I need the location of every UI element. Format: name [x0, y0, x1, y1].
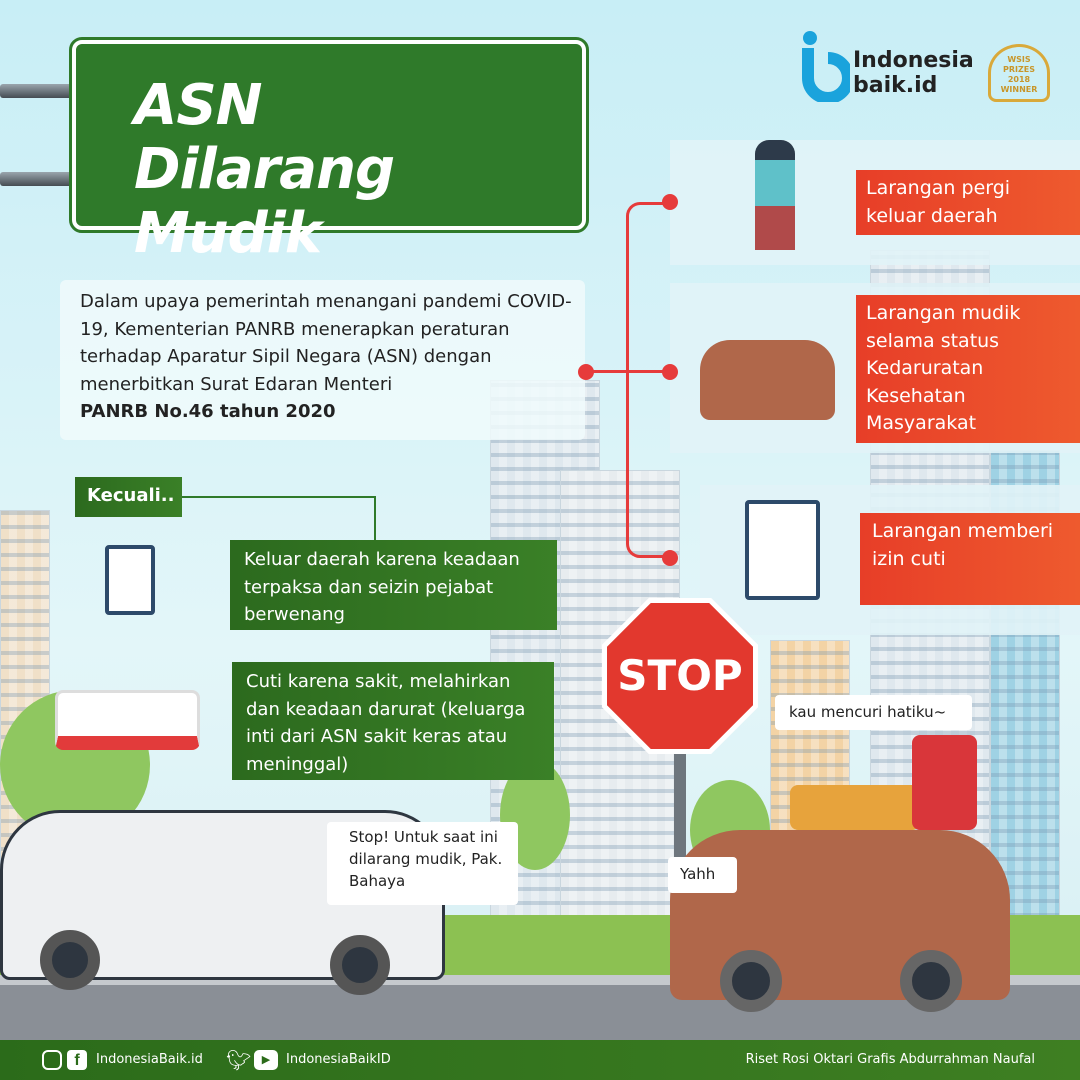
car-speech-bubble: Yahh: [668, 857, 737, 893]
facebook-icon[interactable]: f: [67, 1050, 87, 1070]
exception-item: Cuti karena sakit, melahirkan dan keadaa…: [232, 662, 554, 780]
connector-line: [182, 496, 376, 541]
indonesiabaik-logo: [800, 30, 854, 104]
youtube-icon[interactable]: ▶: [254, 1050, 278, 1070]
ambulance-icon: [55, 690, 200, 750]
social-handle[interactable]: IndonesiaBaik.id: [96, 1052, 203, 1067]
page-title: ASN Dilarang Mudik: [134, 73, 395, 266]
clipboard-icon: [745, 500, 820, 600]
exception-item: Keluar daerah karena keadaan terpaksa da…: [230, 540, 557, 630]
wheel: [40, 930, 100, 990]
sign-pole: [0, 172, 78, 186]
timeline-line: [626, 202, 670, 558]
timeline-dot: [662, 550, 678, 566]
police-speech-bubble: Stop! Untuk saat ini dilarang mudik, Pak…: [327, 822, 518, 905]
prohibition-item: Larangan mudik selama status Kedaruratan…: [856, 295, 1080, 443]
exceptions-label: Kecuali..: [75, 477, 182, 517]
radio-speech-bubble: kau mencuri hatiku~: [775, 695, 972, 730]
car-icon: [700, 340, 835, 420]
intro-bold: PANRB No.46 tahun 2020: [80, 401, 336, 422]
prohibition-item: Larangan memberi izin cuti: [860, 513, 1080, 605]
stop-sign: STOP: [607, 603, 753, 749]
title-sign: ASN Dilarang Mudik: [69, 37, 589, 266]
instagram-icon[interactable]: [42, 1050, 62, 1070]
luggage: [912, 735, 977, 830]
twitter-icon[interactable]: 🐦︎: [226, 1048, 252, 1072]
wheel: [720, 950, 782, 1012]
wheel: [330, 935, 390, 995]
timeline-dot: [662, 364, 678, 380]
sign-pole: [0, 84, 78, 98]
social-handle[interactable]: IndonesiaBaikID: [286, 1052, 391, 1067]
timeline-line: [586, 370, 670, 373]
intro-text: Dalam upaya pemerintah menangani pandemi…: [80, 291, 572, 395]
timeline-dot: [578, 364, 594, 380]
traveler-icon: [755, 140, 795, 250]
footer: f IndonesiaBaik.id 🐦︎ ▶ IndonesiaBaikID …: [0, 1040, 1080, 1080]
intro-text-box: Dalam upaya pemerintah menangani pandemi…: [60, 280, 585, 440]
clipboard-icon: [105, 545, 155, 615]
timeline-dot: [662, 194, 678, 210]
luggage: [790, 785, 920, 830]
prohibition-item: Larangan pergi keluar daerah: [856, 170, 1080, 235]
credits: Riset Rosi Oktari Grafis Abdurrahman Nau…: [745, 1052, 1035, 1067]
logo-text: Indonesia: [853, 48, 974, 73]
wheel: [900, 950, 962, 1012]
logo-text: baik.id: [853, 73, 938, 98]
